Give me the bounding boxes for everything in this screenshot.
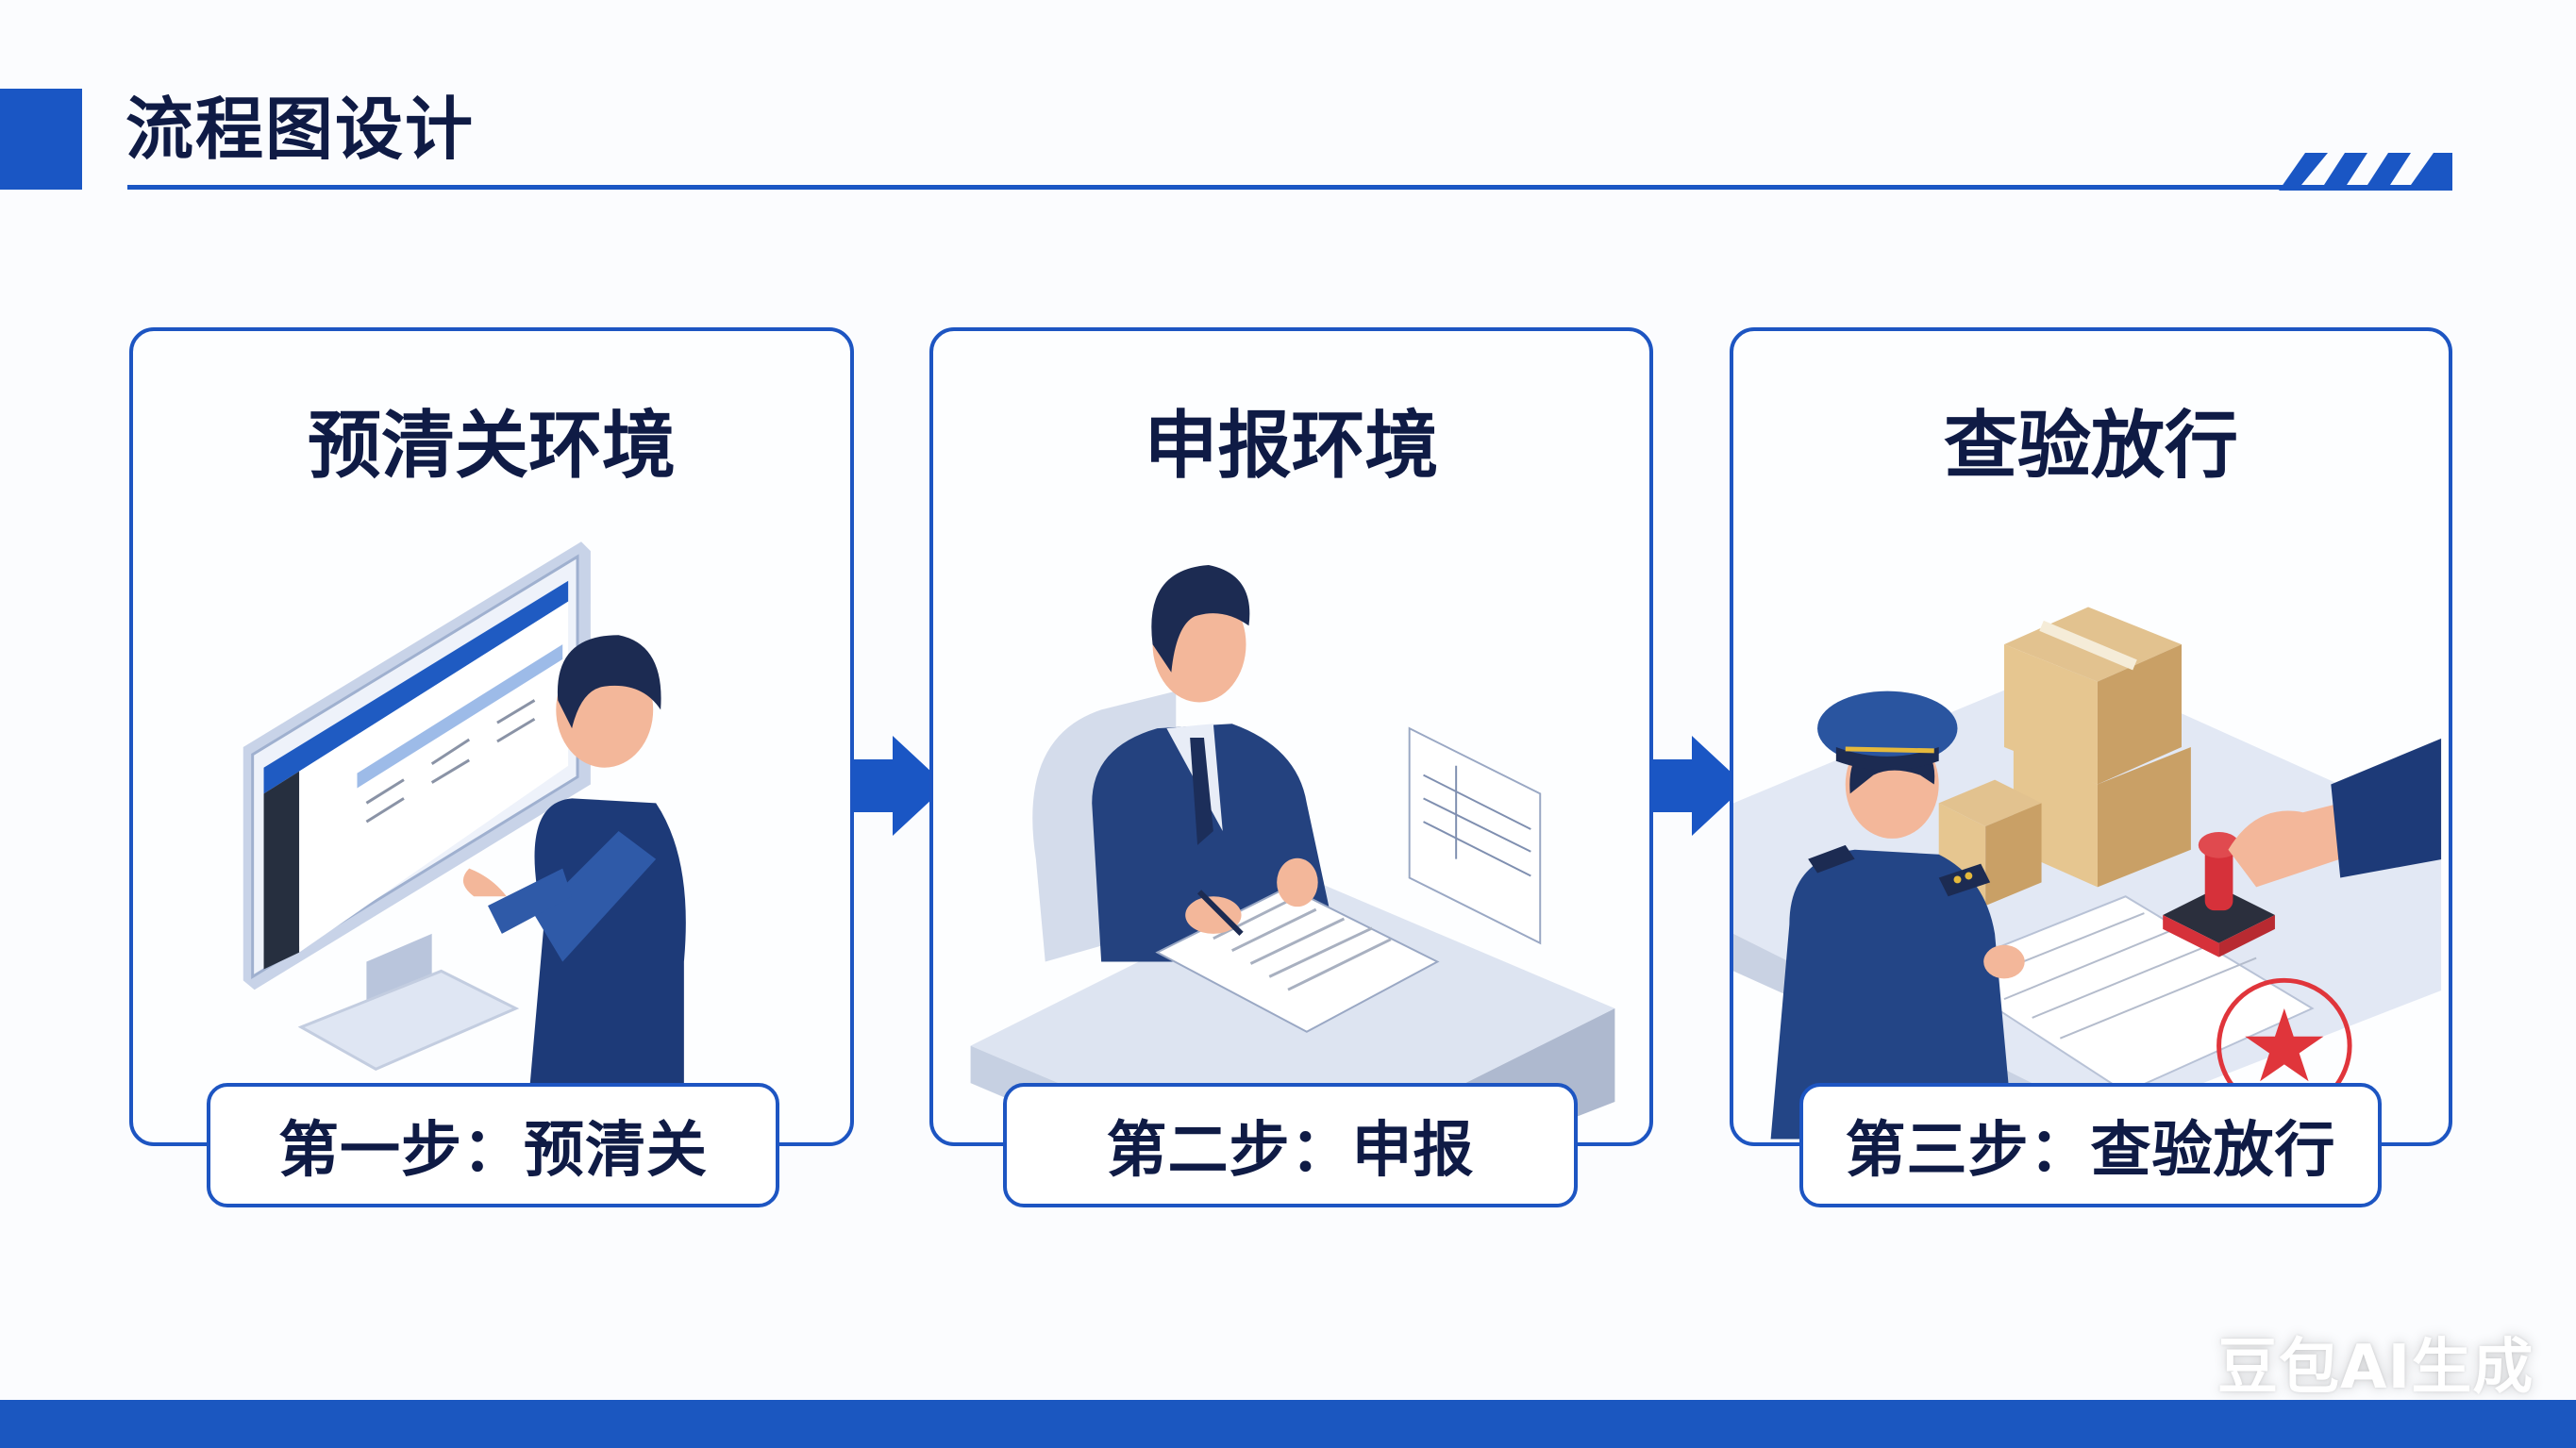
footer-bar: [0, 1400, 2576, 1448]
step-label-3: 第三步：查验放行: [1799, 1083, 2382, 1207]
panel-heading: 查验放行: [1943, 404, 2238, 489]
arrow-right-icon: [852, 736, 946, 836]
step-label-1: 第一步：预清关: [207, 1083, 779, 1207]
step-panel-inspection-release: 查验放行: [1730, 327, 2452, 1146]
header-accent-block: [0, 89, 82, 190]
computer-user-illustration-icon: [243, 541, 686, 1140]
arrow-right-icon: [1651, 736, 1746, 836]
step-panel-declaration: 申报环境: [929, 327, 1653, 1146]
inspection-illustration-icon: [1733, 607, 2442, 1140]
watermark: 豆包AI生成: [2217, 1333, 2534, 1403]
panel-heading: 申报环境: [1144, 404, 1439, 489]
step-label-2: 第二步：申报: [1003, 1083, 1578, 1207]
declaration-illustration-icon: [970, 564, 1615, 1142]
title-underline: [127, 185, 2288, 190]
step-panel-pre-clearance: 预清关环境: [129, 327, 854, 1146]
stripe-decoration-icon: [2279, 153, 2452, 191]
panel-heading: 预清关环境: [307, 404, 676, 489]
page-title: 流程图设计: [125, 90, 476, 169]
